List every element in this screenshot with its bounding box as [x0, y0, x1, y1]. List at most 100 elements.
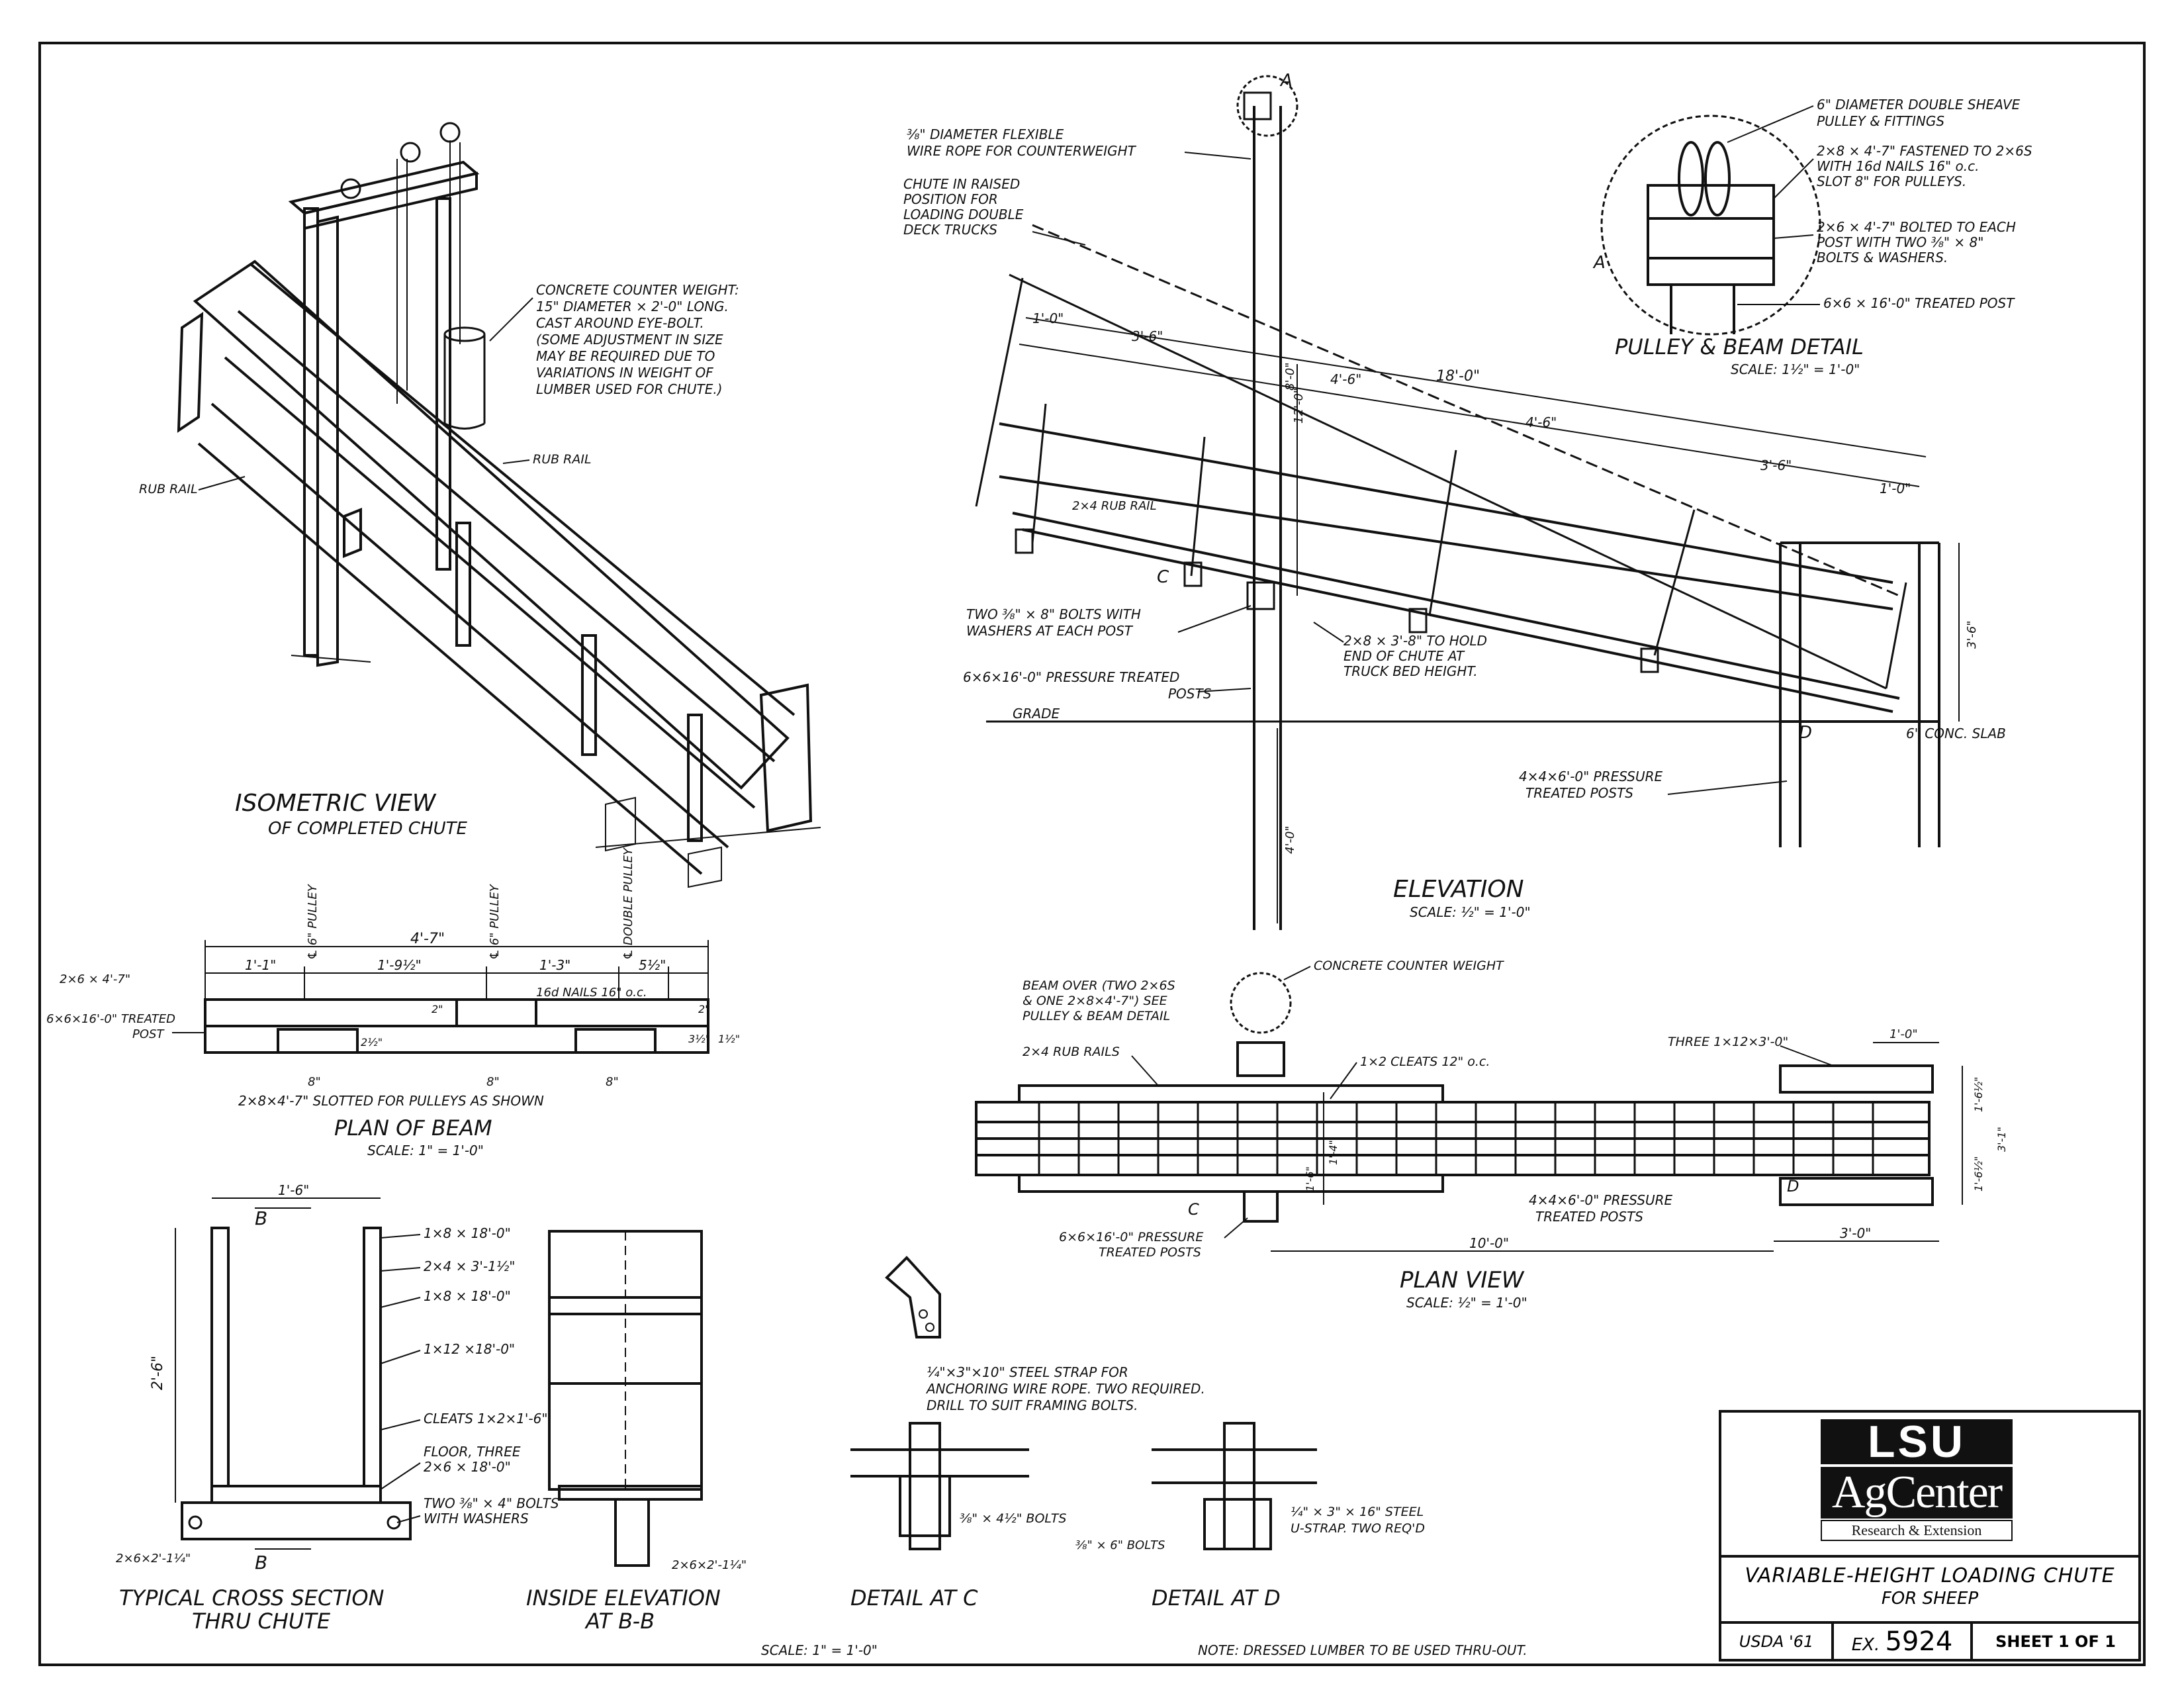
svg-text:¼"×3"×10" STEEL STRAP FOR: ¼"×3"×10" STEEL STRAP FOR: [927, 1364, 1128, 1380]
beam-d4: 5½": [639, 957, 666, 973]
beam-l2a: 6×6×16'-0" TREATED: [46, 1012, 175, 1026]
plan-scale: SCALE: ½" = 1'-0": [1406, 1295, 1527, 1311]
iso-title: ISOMETRIC VIEW: [235, 790, 437, 817]
elev-d7: 1'-0": [1880, 481, 1911, 496]
plan-posts66-note: 6×6×16'-0" PRESSURE TREATED POSTS: [1059, 1230, 1203, 1260]
svg-text:6" DIAMETER DOUBLE SHEAVE: 6" DIAMETER DOUBLE SHEAVE: [1817, 97, 2021, 113]
plan-cleats: 1×2 CLEATS 12" o.c.: [1360, 1055, 1490, 1069]
elev-scale: SCALE: ½" = 1'-0": [1410, 904, 1531, 920]
iso-rub-rail-left: RUB RAIL: [139, 482, 198, 496]
cross-m8: 2×6×2'-1¼": [116, 1552, 191, 1566]
svg-text:BEAM OVER (TWO 2×6S: BEAM OVER (TWO 2×6S: [1023, 978, 1175, 993]
detail-d-title: DETAIL AT D: [1152, 1585, 1281, 1611]
svg-text:CONCRETE COUNTER WEIGHT:: CONCRETE COUNTER WEIGHT:: [536, 282, 739, 298]
iso-weight-note: CONCRETE COUNTER WEIGHT: 15" DIAMETER × …: [536, 282, 739, 397]
svg-text:CAST AROUND EYE-BOLT.: CAST AROUND EYE-BOLT.: [536, 315, 704, 331]
pulley-mark-a: A: [1592, 253, 1606, 273]
logo-lsu-text: LSU: [1821, 1419, 2013, 1464]
plan-weight: CONCRETE COUNTER WEIGHT: [1314, 959, 1504, 973]
cross-height: 2'-6": [150, 1356, 166, 1390]
svg-text:DECK TRUCKS: DECK TRUCKS: [903, 222, 997, 238]
beam-h4: 3½": [688, 1033, 710, 1045]
plan-title: PLAN VIEW: [1400, 1267, 1525, 1293]
plan-d-three: 3'-0": [1840, 1225, 1871, 1241]
beam-w2: 8": [486, 1075, 500, 1089]
plan-of-beam: ℄ 6" PULLEY ℄ 6" PULLEY ℄ DOUBLE PULLEY …: [46, 847, 740, 1158]
svg-text:2×8 × 3'-8" TO HOLD: 2×8 × 3'-8" TO HOLD: [1343, 633, 1487, 649]
inside-elevation: 2×6×2'-1¼" INSIDE ELEVATION AT B-B: [526, 1230, 747, 1634]
cross-m1: 1×8 × 18'-0": [424, 1225, 511, 1241]
elev-d8: 12'-0": [1292, 388, 1306, 424]
svg-text:WIRE ROPE FOR COUNTERWEIGHT: WIRE ROPE FOR COUNTERWEIGHT: [907, 143, 1137, 159]
beam-l1: 2×6 × 4'-7": [60, 972, 130, 986]
elev-mark-a: A: [1279, 71, 1293, 91]
ex-number-value: 5924: [1885, 1626, 1953, 1657]
sheet-label: SHEET 1 OF 1: [1995, 1632, 2116, 1651]
detail-d-strap-1: ¼" × 3" × 16" STEEL: [1291, 1505, 1424, 1519]
plan-three: THREE 1×12×3'-0": [1668, 1035, 1788, 1049]
drawing-title-sub: FOR SHEEP: [1881, 1589, 1979, 1609]
cross-mark-b-top: B: [255, 1207, 267, 1229]
drawing-title: VARIABLE-HEIGHT LOADING CHUTE FOR SHEEP: [1721, 1555, 2138, 1624]
svg-text:& ONE 2×8×4'-7") SEE: & ONE 2×8×4'-7") SEE: [1023, 994, 1167, 1008]
elev-d1: 1'-0": [1032, 310, 1064, 326]
detail-d-bolts: ⅜" × 6" BOLTS: [1075, 1538, 1165, 1552]
svg-text:VARIATIONS IN WEIGHT OF: VARIATIONS IN WEIGHT OF: [536, 365, 713, 381]
iso-rub-rail-right: RUB RAIL: [533, 452, 592, 467]
svg-text:2×8 × 4'-7" FASTENED TO 2×6S: 2×8 × 4'-7" FASTENED TO 2×6S: [1817, 143, 2032, 159]
pulley-note-4: 6×6 × 16'-0" TREATED POST: [1823, 295, 2015, 311]
plan-d-r3: 1'-6½": [1972, 1156, 1985, 1192]
beam-d1: 1'-1": [245, 957, 276, 973]
elev-d9: 3'-6": [1965, 620, 1979, 649]
svg-text:BOLTS & WASHERS.: BOLTS & WASHERS.: [1817, 250, 1948, 265]
inside-m1: 2×6×2'-1¼": [672, 1558, 747, 1572]
plan-d-ten: 10'-0": [1469, 1235, 1509, 1251]
elev-d6: 3'-6": [1760, 457, 1792, 473]
svg-text:PULLEY & FITTINGS: PULLEY & FITTINGS: [1817, 113, 1944, 129]
lsu-agcenter-logo: LSU AgCenter Research & Extension: [1821, 1419, 2013, 1545]
elev-d4: 18'-0": [1436, 368, 1480, 385]
beam-d3: 1'-3": [539, 957, 570, 973]
beam-scale: SCALE: 1" = 1'-0": [367, 1143, 484, 1158]
pulley-detail: A 6" DIAMETER DOUBLE SHEAVE PULLEY & FIT…: [1592, 97, 2032, 377]
svg-text:ANCHORING WIRE ROPE. TWO REQUI: ANCHORING WIRE ROPE. TWO REQUIRED.: [925, 1381, 1205, 1397]
elev-mark-d: D: [1799, 723, 1812, 743]
detail-c-bolts: ⅜" × 4½" BOLTS: [960, 1511, 1066, 1526]
cross-m6a: FLOOR, THREE: [424, 1444, 521, 1460]
cross-mark-b-bottom: B: [255, 1552, 267, 1573]
beam-d2: 1'-9½": [377, 957, 422, 973]
elev-raised-note: CHUTE IN RAISED POSITION FOR LOADING DOU…: [903, 176, 1024, 238]
svg-text:CHUTE IN RAISED: CHUTE IN RAISED: [903, 176, 1020, 192]
svg-text:TWO ⅜" × 8" BOLTS WITH: TWO ⅜" × 8" BOLTS WITH: [966, 606, 1141, 622]
logo-agcenter-text: AgCenter: [1821, 1467, 2013, 1519]
svg-text:WITH 16d NAILS 16" o.c.: WITH 16d NAILS 16" o.c.: [1817, 158, 1979, 174]
svg-text:SLOT 8" FOR PULLEYS.: SLOT 8" FOR PULLEYS.: [1817, 173, 1966, 189]
drawing-title-main: VARIABLE-HEIGHT LOADING CHUTE: [1745, 1564, 2115, 1587]
svg-text:WASHERS AT EACH POST: WASHERS AT EACH POST: [966, 623, 1134, 639]
beam-h1: 2": [698, 1003, 710, 1015]
detail-c-title: DETAIL AT C: [850, 1585, 978, 1611]
title-block-info-row: USDA '61 EX. 5924 SHEET 1 OF 1: [1721, 1624, 2138, 1660]
cross-subtitle: THRU CHUTE: [192, 1609, 331, 1634]
usda-label: USDA '61: [1721, 1624, 1834, 1660]
beam-slotted: 2×8×4'-7" SLOTTED FOR PULLEYS AS SHOWN: [238, 1093, 544, 1109]
elev-rub-rail: 2×4 RUB RAIL: [1072, 499, 1157, 513]
cross-m6b: 2×6 × 18'-0": [424, 1459, 511, 1475]
beam-overall: 4'-7": [410, 931, 445, 947]
footer-scale: SCALE: 1" = 1'-0": [761, 1642, 878, 1658]
beam-pulley-1: ℄ 6" PULLEY: [306, 883, 320, 960]
isometric-view: RUB RAIL RUB RAIL CONCRETE COUNTER WEIGH…: [139, 122, 821, 888]
detail-d-strap-2: U-STRAP. TWO REQ'D: [1291, 1521, 1425, 1536]
cross-m7a: TWO ⅜" × 4" BOLTS: [424, 1495, 559, 1511]
inside-subtitle: AT B-B: [584, 1609, 655, 1634]
elev-bolts-note: TWO ⅜" × 8" BOLTS WITH WASHERS AT EACH P…: [966, 606, 1141, 639]
elev-d2: 3'-6": [1132, 328, 1163, 344]
logo-area: LSU AgCenter Research & Extension: [1721, 1413, 2138, 1558]
inside-title: INSIDE ELEVATION: [526, 1585, 721, 1611]
elev-d11: 8'-0": [1283, 362, 1297, 391]
pulley-note-1: 6" DIAMETER DOUBLE SHEAVE PULLEY & FITTI…: [1817, 97, 2021, 129]
pulley-scale: SCALE: 1½" = 1'-0": [1731, 361, 1860, 377]
sheet-border: [38, 42, 2146, 1666]
svg-text:6×6×16'-0" PRESSURE TREATED: 6×6×16'-0" PRESSURE TREATED: [963, 669, 1179, 685]
svg-text:POST WITH TWO ⅜" × 8": POST WITH TWO ⅜" × 8": [1817, 234, 1983, 250]
